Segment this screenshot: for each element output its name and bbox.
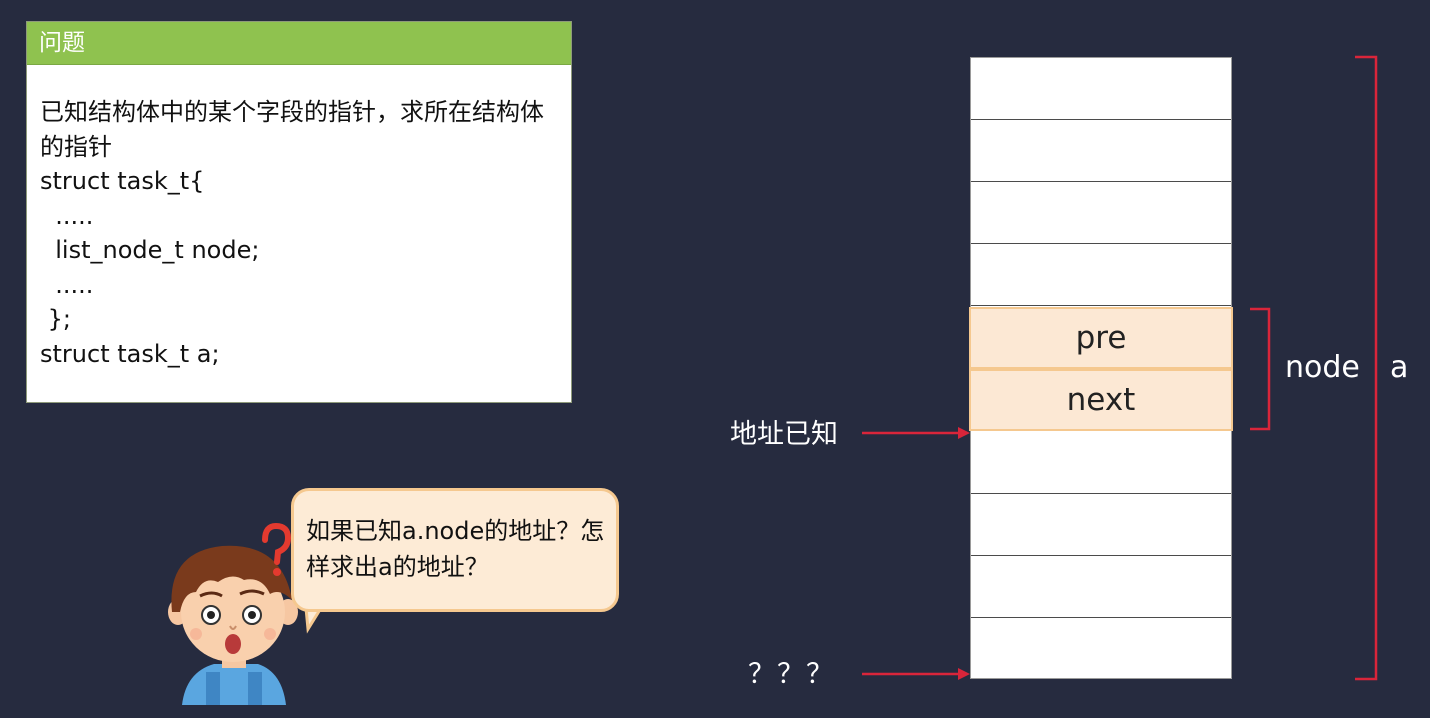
problem-title: 问题 <box>27 22 571 65</box>
known-address-label: 地址已知 <box>730 419 838 450</box>
memory-layout: pre next <box>969 57 1233 679</box>
code-line: ..... <box>40 201 94 230</box>
memory-cell <box>971 432 1231 494</box>
memory-cell <box>971 244 1231 306</box>
speech-bubble-text: 如果已知a.node的地址？怎样求出a的地址？ <box>306 517 605 581</box>
node-label: node <box>1285 350 1360 385</box>
memory-cell <box>971 120 1231 182</box>
memory-cell-next: next <box>969 369 1233 431</box>
problem-body: 已知结构体中的某个字段的指针，求所在结构体的指针 struct task_t{ … <box>27 65 571 371</box>
unknown-address-label: ？？？ <box>748 659 835 690</box>
code-line: }; <box>40 305 71 333</box>
memory-cell <box>971 494 1231 556</box>
problem-box: 问题 已知结构体中的某个字段的指针，求所在结构体的指针 struct task_… <box>26 21 572 403</box>
memory-cell-pre: pre <box>969 307 1233 369</box>
arrow-head <box>958 427 970 439</box>
code-line: list_node_t node; <box>40 236 260 264</box>
speech-bubble: 如果已知a.node的地址？怎样求出a的地址？ <box>291 488 619 612</box>
code-line: ..... <box>40 270 94 299</box>
node-bracket <box>1250 307 1271 431</box>
arrow-head <box>958 668 970 680</box>
problem-description: 已知结构体中的某个字段的指针，求所在结构体的指针 <box>40 98 544 161</box>
struct-label: a <box>1390 350 1409 385</box>
code-line: struct task_t{ <box>40 167 205 195</box>
memory-cell <box>971 58 1231 120</box>
code-line: struct task_t a; <box>40 339 220 368</box>
memory-cell <box>971 182 1231 244</box>
struct-bracket <box>1355 55 1378 681</box>
memory-cell <box>971 556 1231 618</box>
